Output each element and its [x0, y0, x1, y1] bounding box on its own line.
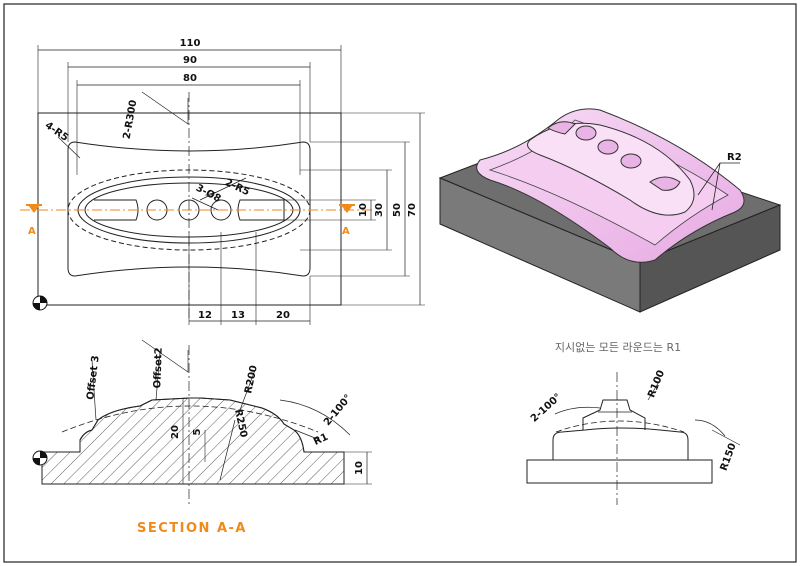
section-title: SECTION A-A	[137, 521, 247, 536]
plan-outer-block	[37, 112, 342, 306]
iso-post-3	[620, 153, 642, 169]
iso-base-side	[639, 204, 781, 313]
section-marker-left: A	[26, 204, 42, 237]
section-outline	[41, 397, 345, 485]
section-marker-left-label: A	[28, 226, 36, 237]
dim-90: 90	[183, 55, 197, 66]
dim-section-10: 10	[354, 461, 365, 475]
iso-slot-left	[547, 121, 576, 135]
dim-section-20: 20	[170, 425, 181, 439]
section-marker-right: A	[339, 204, 355, 237]
iso-boss	[527, 122, 695, 216]
label-offset3: Offset 3	[85, 355, 101, 401]
section-view	[32, 339, 372, 505]
dim-70: 70	[407, 203, 418, 217]
plan-pocket-outline	[67, 141, 311, 277]
section-profile	[41, 397, 345, 485]
label-4-r5: 4-R5	[43, 120, 70, 144]
iso-slot-right	[649, 176, 681, 191]
plan-view	[20, 45, 425, 325]
sheet-border	[3, 3, 797, 563]
side-body	[552, 427, 689, 460]
plan-slot-right	[237, 199, 285, 221]
dim-50: 50	[392, 203, 403, 217]
dim-30: 30	[374, 203, 385, 217]
label-r100: R100	[646, 369, 667, 400]
dim-10: 10	[358, 203, 369, 217]
label-r150: R150	[719, 442, 739, 473]
iso-post-2	[597, 139, 619, 155]
dim-110: 110	[180, 38, 201, 49]
side-view	[526, 372, 741, 505]
section-marker-right-label: A	[342, 226, 350, 237]
side-base	[526, 459, 713, 484]
dim-13: 13	[231, 310, 245, 321]
label-r200: R200	[243, 364, 260, 394]
dim-12: 12	[198, 310, 212, 321]
iso-post-1	[575, 125, 597, 141]
label-section-angle: 2-100°	[322, 393, 354, 428]
dim-section-5: 5	[192, 428, 203, 435]
label-3-holes: 3-Ø8	[194, 182, 223, 205]
label-r1: R1	[312, 432, 330, 448]
section-arc-r250	[61, 405, 319, 433]
iso-view: R2	[438, 108, 782, 313]
label-2-r300: 2-R300	[122, 99, 140, 140]
label-side-angle: 2-100°	[529, 392, 564, 425]
dim-20: 20	[276, 310, 290, 321]
label-offset2: Offset2	[152, 347, 164, 388]
label-r2: R2	[727, 152, 742, 163]
dim-80: 80	[183, 73, 197, 84]
side-boss	[582, 399, 646, 430]
note-korean-rounds: 지시없는 모든 라운드는 R1	[555, 341, 681, 354]
